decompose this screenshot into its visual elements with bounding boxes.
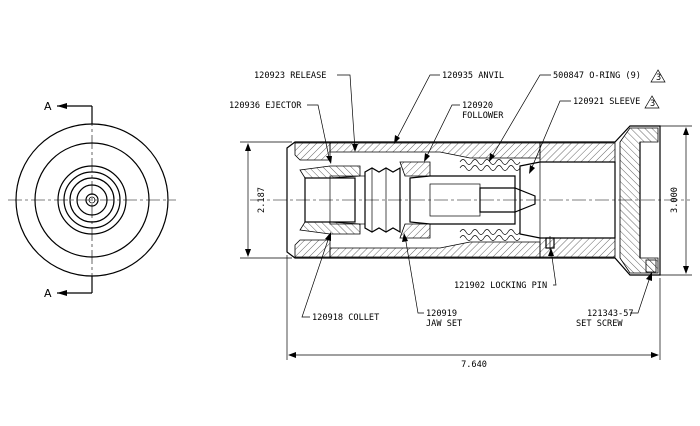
end-view <box>8 112 176 290</box>
spring-bottom <box>459 229 521 241</box>
dimension-overall-length: 7.640 <box>286 255 661 370</box>
overall-length-value: 7.640 <box>461 360 487 370</box>
callout-set-screw: 121343-57 SET SCREW <box>576 272 652 329</box>
callout-jaw-set: 120919 JAW SET <box>402 233 462 329</box>
jaw-set-number: 120919 <box>426 309 457 319</box>
spring-top <box>459 159 521 171</box>
dimension-flange-diameter: 3.000 <box>660 125 692 276</box>
callout-follower: 120920 FOLLOWER <box>424 101 504 162</box>
jaw-set-label: JAW SET <box>426 319 462 329</box>
section-view <box>250 125 690 276</box>
section-label-top: A <box>44 100 52 113</box>
sleeve-flag: 3 <box>650 99 655 109</box>
body-diameter-value: 2.187 <box>257 187 267 213</box>
dimension-body-diameter: 2.187 <box>240 141 292 259</box>
oring-label: 500847 O-RING (9) <box>553 71 641 81</box>
oring-flag: 3 <box>656 73 661 83</box>
callout-ejector: 120936 EJECTOR <box>229 101 332 164</box>
release-label: 120923 RELEASE <box>254 71 326 81</box>
flange-diameter-value: 3.000 <box>670 187 680 213</box>
follower-number: 120920 <box>462 101 493 111</box>
locking-pin-label: 121902 LOCKING PIN <box>454 281 547 291</box>
callout-release: 120923 RELEASE <box>254 71 358 152</box>
set-screw-number: 121343-57 <box>587 309 634 319</box>
collet-label: 120918 COLLET <box>312 313 379 323</box>
section-marker-bottom: A <box>44 276 93 300</box>
callout-sleeve: 120921 SLEEVE 3 <box>529 95 660 174</box>
anvil-label: 120935 ANVIL <box>442 71 504 81</box>
callout-anvil: 120935 ANVIL <box>394 71 504 144</box>
callout-collet: 120918 COLLET <box>301 232 379 323</box>
sleeve-label: 120921 SLEEVE <box>573 97 640 107</box>
callout-oring: 500847 O-RING (9) 3 <box>489 69 666 162</box>
callout-locking-pin: 121902 LOCKING PIN <box>454 248 557 291</box>
ejector-label: 120936 EJECTOR <box>229 101 302 111</box>
section-marker-top: A <box>44 100 93 124</box>
section-label-bottom: A <box>44 287 52 300</box>
follower-label: FOLLOWER <box>462 111 504 121</box>
set-screw-label: SET SCREW <box>576 319 623 329</box>
